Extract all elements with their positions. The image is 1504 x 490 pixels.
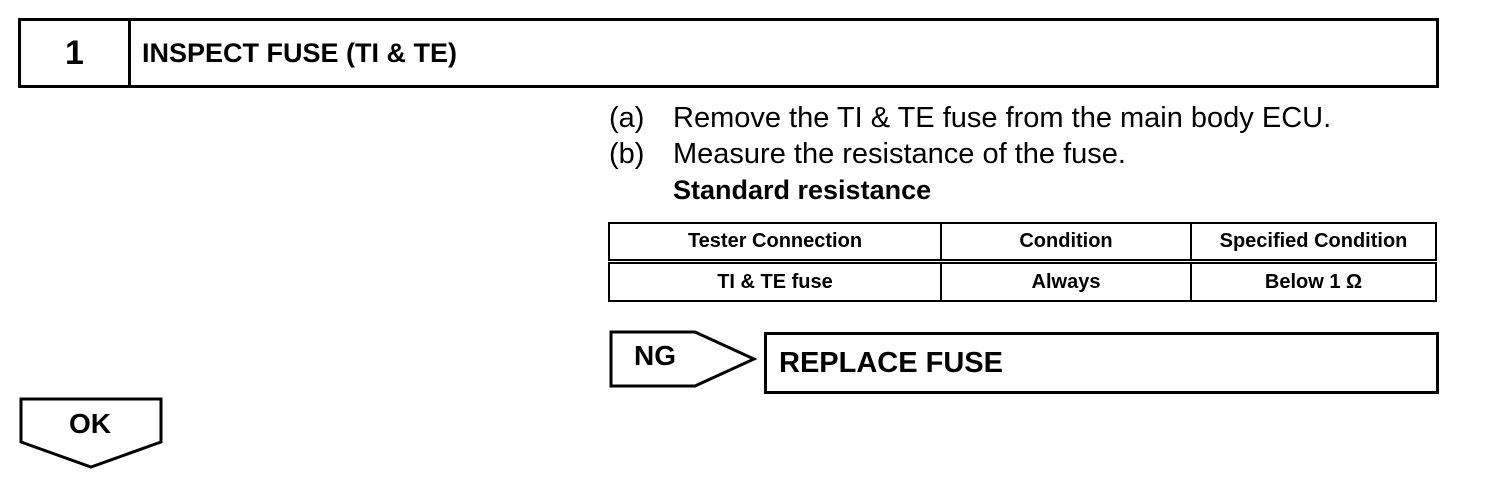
table-cell: TI & TE fuse [608, 260, 942, 302]
table-cell: Always [940, 260, 1192, 302]
replace-fuse-label: REPLACE FUSE [779, 346, 1003, 379]
table-header-row: Tester Connection Condition Specified Co… [608, 222, 1437, 264]
replace-fuse-box: REPLACE FUSE [764, 332, 1439, 394]
spec-table: Tester Connection Condition Specified Co… [608, 222, 1437, 302]
table-header-cell: Tester Connection [608, 222, 942, 264]
ng-arrow-icon [609, 330, 757, 388]
step-header: 1 INSPECT FUSE (TI & TE) [18, 18, 1439, 88]
step-title: INSPECT FUSE (TI & TE) [142, 37, 458, 68]
ok-arrow-icon [19, 397, 163, 469]
instruction-marker: (b) [609, 138, 645, 170]
step-number: 1 [21, 21, 131, 85]
instruction-a: (a) Remove the TI & TE fuse from the mai… [609, 100, 1331, 136]
instruction-b: (b) Measure the resistance of the fuse. [609, 136, 1331, 172]
instruction-text: Measure the resistance of the fuse. [673, 138, 1126, 170]
instruction-marker: (a) [609, 102, 645, 134]
instructions: (a) Remove the TI & TE fuse from the mai… [609, 100, 1331, 208]
ng-label: NG [634, 340, 676, 371]
ok-label: OK [69, 408, 111, 439]
table-header-cell: Specified Condition [1190, 222, 1437, 264]
table-cell: Below 1 Ω [1190, 260, 1437, 302]
table-row: TI & TE fuse Always Below 1 Ω [608, 260, 1437, 302]
instruction-text: Remove the TI & TE fuse from the main bo… [673, 102, 1332, 134]
standard-resistance-label: Standard resistance [673, 175, 932, 205]
table-header-cell: Condition [940, 222, 1192, 264]
